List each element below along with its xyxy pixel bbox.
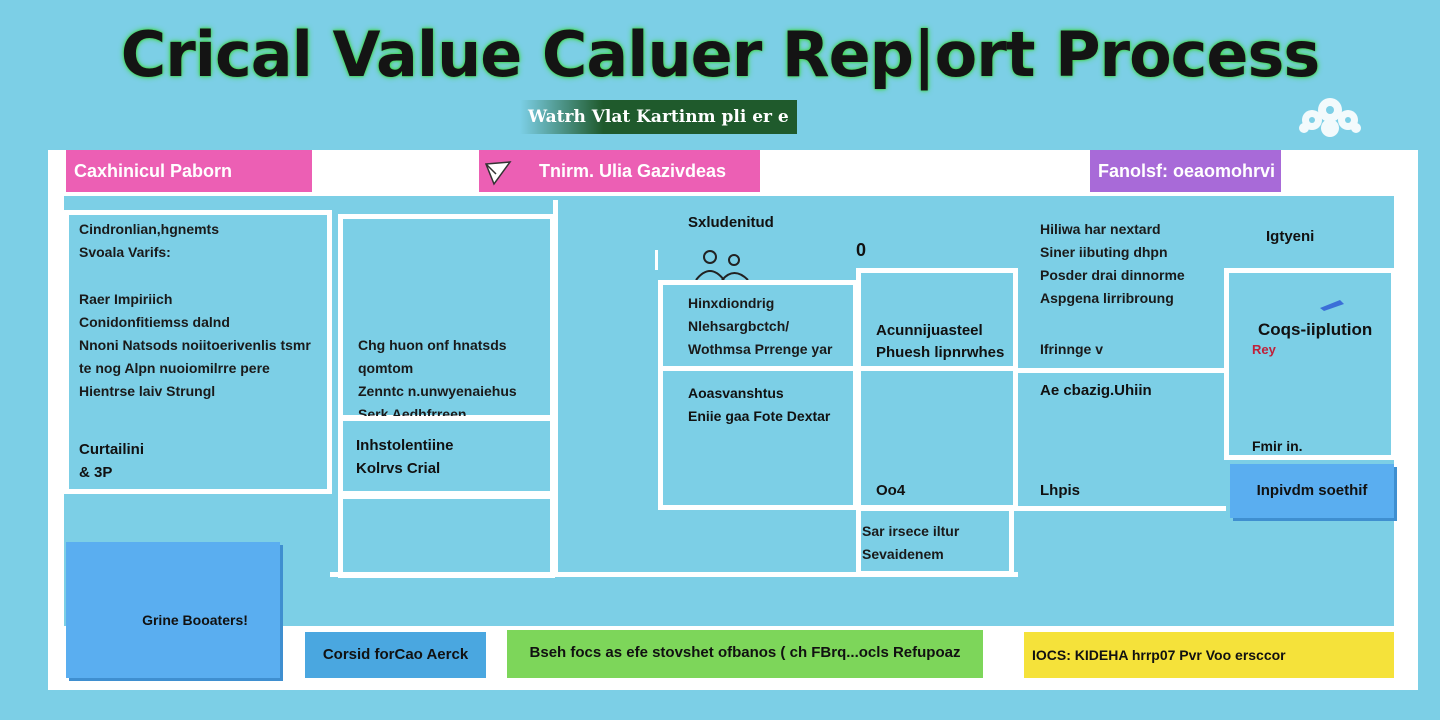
center-card-4: [856, 366, 1018, 510]
center-card-1: [658, 280, 858, 372]
connector-tick: [655, 250, 658, 270]
bottom-bar-green[interactable]: Bseh focs as efe stovshet ofbanos ( ch F…: [507, 630, 983, 678]
far-right-card-note: Rey: [1252, 342, 1276, 357]
right-divider-1: [1014, 368, 1226, 373]
center-card-4-text: Oo4: [876, 482, 906, 499]
header-middle: Tnirm. Ulia Gazivdeas: [479, 150, 760, 192]
far-right-card-foot: Fmir in.: [1252, 438, 1303, 454]
subtitle-banner: Watrh Vlat Kartinm pli er e: [520, 100, 797, 134]
blue-sticky-note-text: Grine Booaters!: [142, 612, 248, 628]
connector-vertical: [553, 200, 558, 576]
far-right-card: [1224, 268, 1396, 460]
left-block-3: Curtailini& 3P: [79, 441, 145, 481]
right-item-3: Ae cbazig.Uhiin: [1040, 382, 1152, 399]
right-item-2: Ifrinnge v: [1040, 341, 1104, 357]
middle-panel-top: [338, 214, 555, 420]
center-heading: Sxludenitud: [688, 214, 774, 231]
blue-sticky-note: [66, 542, 280, 678]
header-right: Fanolsf: oeaomohrvi: [1090, 150, 1281, 192]
far-right-highlight[interactable]: Inpivdm soethif: [1230, 464, 1394, 518]
right-item-4: Lhpis: [1040, 482, 1080, 499]
middle-panel-bottom: [338, 494, 555, 578]
connector-bottom: [330, 572, 1018, 577]
center-card-2: [658, 366, 858, 510]
center-card-5: [856, 506, 1014, 576]
flower-ornament-icon: [1299, 98, 1361, 137]
header-left: Caxhinicul Paborn: [66, 150, 312, 192]
paper-plane-icon: [484, 161, 512, 186]
page-title: Crical Value Caluer Rep|ort Process: [120, 18, 1321, 91]
left-panel: [64, 210, 332, 494]
bottom-bar-yellow[interactable]: IOCS: KIDEHA hrrp07 Pvr Voo ersccor: [1024, 632, 1394, 678]
bottom-bar-blue[interactable]: Corsid forCao Aerck: [305, 632, 486, 678]
middle-panel-mid: [338, 416, 555, 496]
right-divider-2: [1014, 506, 1226, 511]
far-right-top: Igtyeni: [1266, 228, 1315, 245]
people-icon: [695, 250, 749, 281]
far-right-card-title: Coqs-iiplution: [1258, 320, 1373, 339]
pen-icon: [1320, 300, 1344, 311]
center-counter: 0: [856, 240, 867, 260]
